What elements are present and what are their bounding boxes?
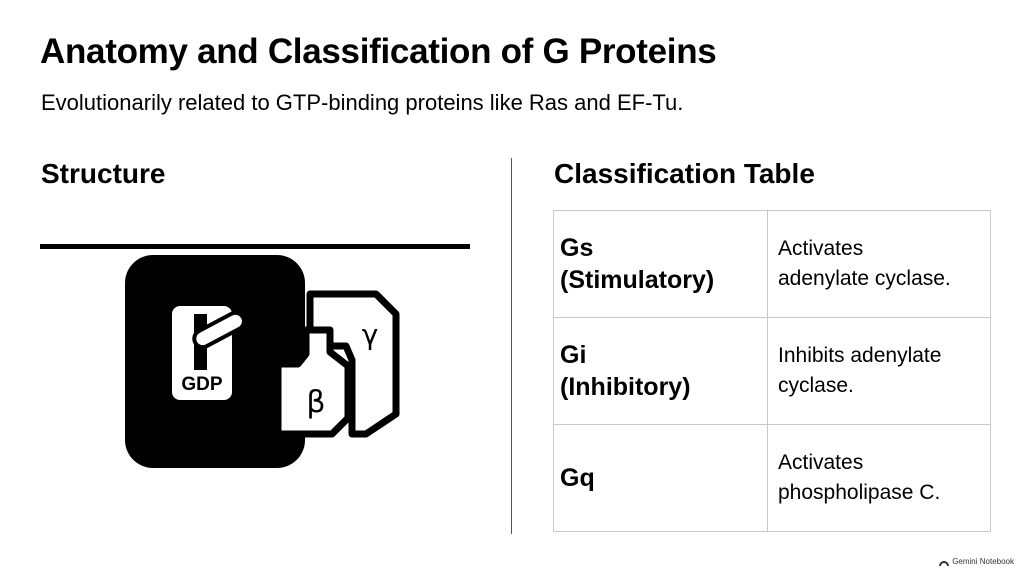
gdp-molecule-icon — [192, 310, 246, 350]
brand-watermark: Gemini Notebook — [939, 557, 1014, 566]
notebook-logo-icon — [939, 560, 950, 566]
table-cell-description: Activates adenylate cyclase. — [767, 210, 991, 318]
table-row: Gs (Stimulatory) Activates adenylate cyc… — [553, 210, 991, 318]
g-protein-structure-diagram: γ β GDP — [125, 255, 400, 468]
description-line: Activates — [778, 450, 864, 474]
protein-name: Gi — [560, 340, 587, 369]
table-cell-description: Activates phospholipase C. — [767, 424, 991, 532]
description-line: cyclase. — [778, 374, 854, 397]
column-divider — [511, 158, 512, 534]
protein-name: Gs — [560, 233, 594, 262]
classification-heading: Classification Table — [554, 158, 815, 189]
table-cell-name: Gi (Inhibitory) — [553, 317, 768, 425]
gdp-label: GDP — [181, 374, 223, 395]
table-cell-name: Gs (Stimulatory) — [553, 210, 768, 318]
classification-table: Gs (Stimulatory) Activates adenylate cyc… — [553, 210, 991, 532]
description-line: adenylate cyclase. — [778, 267, 951, 290]
brand-label: Gemini Notebook — [952, 557, 1014, 566]
protein-type: (Inhibitory) — [560, 373, 691, 401]
beta-subunit — [274, 326, 352, 438]
cell-membrane-line — [40, 244, 470, 249]
page-title: Anatomy and Classification of G Proteins — [40, 32, 717, 71]
description-line: Activates — [778, 236, 864, 260]
protein-name: Gq — [560, 463, 595, 492]
beta-label: β — [306, 385, 325, 420]
gamma-label: γ — [362, 318, 379, 351]
description-line: Inhibits adenylate — [778, 343, 942, 367]
table-cell-name: Gq — [553, 424, 768, 532]
page-subtitle: Evolutionarily related to GTP-binding pr… — [41, 90, 684, 115]
table-row: Gq Activates phospholipase C. — [553, 424, 991, 532]
description-line: phospholipase C. — [778, 481, 941, 504]
structure-heading: Structure — [41, 158, 166, 189]
table-row: Gi (Inhibitory) Inhibits adenylate cycla… — [553, 317, 991, 425]
table-cell-description: Inhibits adenylate cyclase. — [767, 317, 991, 425]
protein-type: (Stimulatory) — [560, 266, 715, 294]
